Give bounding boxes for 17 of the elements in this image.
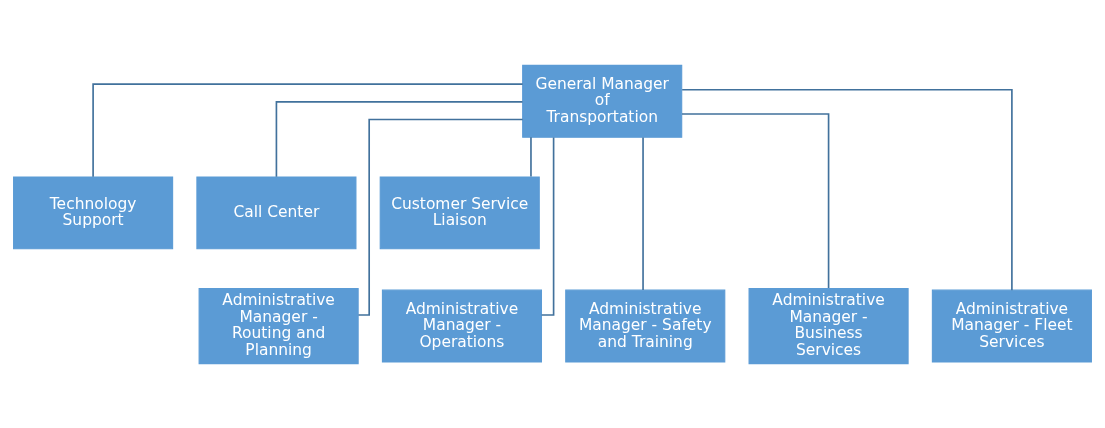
connector bbox=[92, 82, 524, 177]
node-box: Administrative Manager - Routing and Planning bbox=[198, 287, 359, 364]
connector bbox=[642, 136, 644, 291]
node-box: Administrative Manager - Business Services bbox=[748, 287, 909, 364]
connector bbox=[681, 112, 830, 289]
connector bbox=[275, 100, 524, 178]
node-box: Customer Service Liaison bbox=[379, 175, 540, 249]
node-box: Administrative Manager - Safety and Training bbox=[565, 289, 726, 362]
node-box: Technology Support bbox=[13, 175, 174, 249]
node-box: Call Center bbox=[196, 175, 357, 249]
node-box: General Manager of Transportation bbox=[522, 64, 683, 138]
node-box: Administrative Manager - Fleet Services bbox=[931, 289, 1092, 362]
connector bbox=[681, 88, 1013, 291]
connector bbox=[530, 135, 532, 177]
node-box: Administrative Manager - Operations bbox=[381, 289, 542, 362]
connector bbox=[357, 118, 524, 316]
connector bbox=[540, 136, 555, 316]
